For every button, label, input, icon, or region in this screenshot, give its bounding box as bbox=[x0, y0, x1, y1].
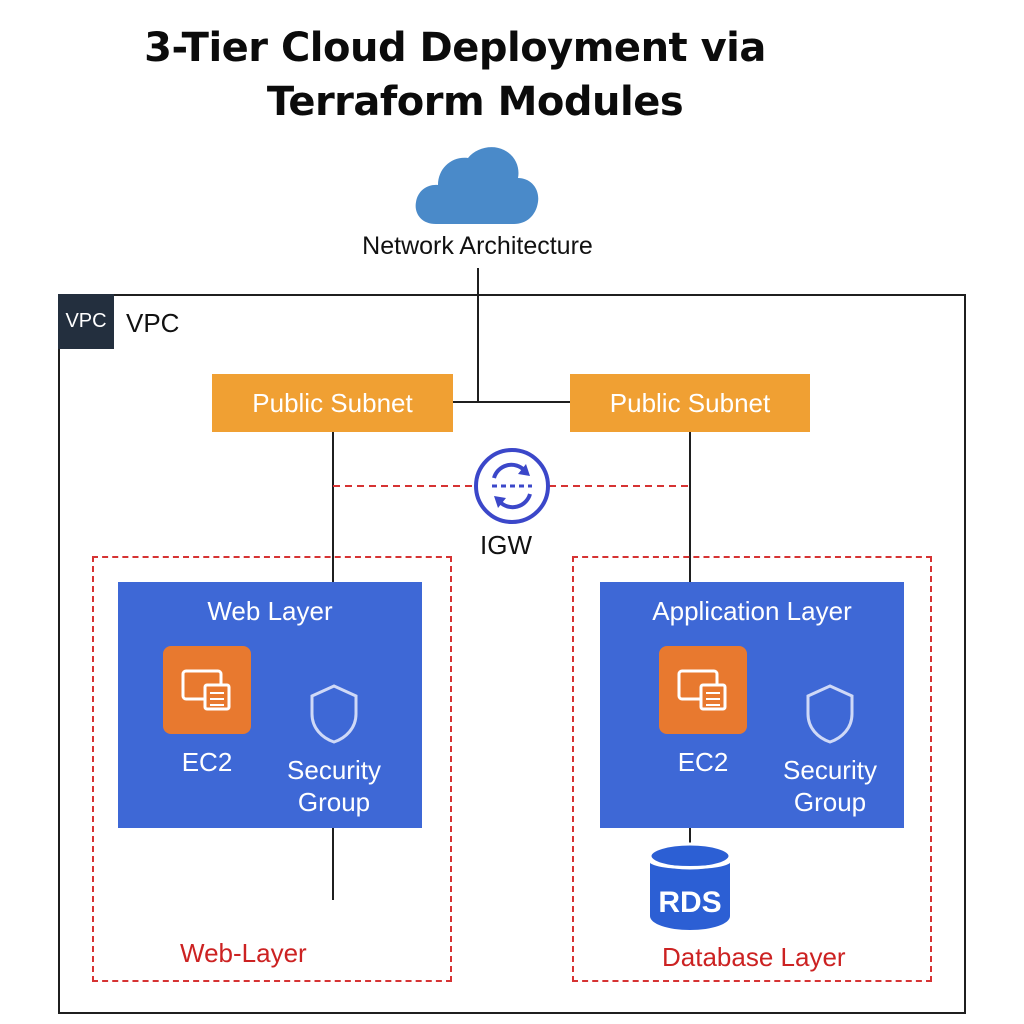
ec2-tile bbox=[659, 646, 747, 734]
security-group-label-line-2: Group bbox=[297, 787, 371, 817]
shield-icon bbox=[310, 684, 358, 744]
network-architecture-label: Network Architecture bbox=[362, 232, 593, 260]
web-layer-title: Web Layer bbox=[207, 596, 333, 626]
ec2-label: EC2 bbox=[677, 747, 729, 777]
database-layer-zone bbox=[572, 556, 932, 982]
diagram-title-line-1: 3-Tier Cloud Deployment via bbox=[144, 25, 766, 71]
database-icon bbox=[648, 842, 732, 930]
cloud-icon bbox=[415, 147, 539, 224]
database-layer-zone-label: Database Layer bbox=[662, 942, 846, 972]
security-group-label-line-2: Group bbox=[793, 787, 867, 817]
internet-gateway-icon bbox=[474, 448, 550, 524]
security-group-label: Security Group bbox=[764, 754, 896, 818]
diagram-title-line-2: Terraform Modules bbox=[266, 79, 684, 125]
web-layer-zone bbox=[92, 556, 452, 982]
ec2-icon bbox=[677, 669, 727, 711]
public-subnet-left: Public Subnet bbox=[212, 374, 453, 432]
ec2-icon bbox=[181, 669, 231, 711]
security-group-label-line-1: Security bbox=[287, 755, 381, 785]
security-group-label-line-1: Security bbox=[783, 755, 877, 785]
ec2-tile bbox=[163, 646, 251, 734]
web-layer-zone-label: Web-Layer bbox=[180, 938, 307, 968]
shield-icon bbox=[806, 684, 854, 744]
igw-label: IGW bbox=[480, 530, 532, 560]
vpc-badge: VPC bbox=[58, 294, 114, 349]
ec2-label: EC2 bbox=[181, 747, 233, 777]
web-layer-box: Web Layer EC2 Security Group bbox=[118, 582, 422, 828]
vpc-label: VPC bbox=[126, 308, 180, 338]
vpc-container bbox=[58, 294, 966, 1014]
application-layer-title: Application Layer bbox=[652, 596, 852, 626]
security-group-label: Security Group bbox=[268, 754, 400, 818]
public-subnet-right: Public Subnet bbox=[570, 374, 810, 432]
application-layer-box: Application Layer EC2 Security Group bbox=[600, 582, 904, 828]
rds-label: RDS bbox=[658, 886, 722, 919]
